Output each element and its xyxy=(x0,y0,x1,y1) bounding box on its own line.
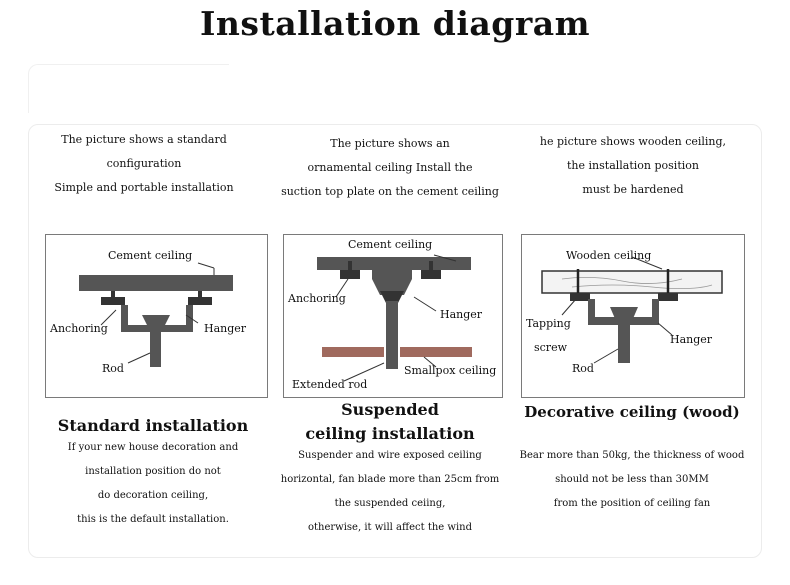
desc-line: from the position of ceiling fan xyxy=(553,498,711,509)
diagram-suspended: Cement ceiling Anchoring Hanger Extended… xyxy=(283,234,503,398)
diagram-standard: Cement ceiling Anchoring Hanger Rod xyxy=(45,234,268,398)
left-anchor-block xyxy=(340,270,360,279)
intro-line: Simple and portable installation xyxy=(54,181,234,194)
diagram-wooden: Wooden ceiling Tapping screw Hanger Rod xyxy=(521,234,745,398)
extended-rod xyxy=(386,301,398,369)
label-anchoring: Anchoring xyxy=(287,292,346,305)
label-rod: Rod xyxy=(102,362,124,375)
left-bolt xyxy=(111,291,115,301)
heading-suspended: Suspended ceiling installation xyxy=(274,398,506,446)
heading-wooden: Decorative ceiling (wood) xyxy=(508,400,756,424)
label-extended-rod: Extended rod xyxy=(292,378,367,391)
downrod xyxy=(150,327,161,367)
hanger-ball xyxy=(610,307,638,321)
heading-line: Standard installation xyxy=(57,416,249,435)
intro-line: suction top plate on the cement ceiling xyxy=(281,185,499,198)
desc-wooden: Bear more than 50kg, the thickness of wo… xyxy=(508,444,756,516)
hanger-ball xyxy=(380,291,404,303)
intro-line: he picture shows wooden ceiling, xyxy=(539,135,727,148)
intro-standard: The picture shows a standard configurati… xyxy=(40,128,248,200)
desc-line: otherwise, it will affect the wind xyxy=(307,522,472,533)
desc-line: Bear more than 50kg, the thickness of wo… xyxy=(519,450,745,461)
wooden-ceiling-beam xyxy=(541,270,723,294)
intro-line: must be hardened xyxy=(582,183,684,196)
intro-suspended: The picture shows an ornamental ceiling … xyxy=(278,132,502,204)
suspended-diagram-svg: Cement ceiling Anchoring Hanger Extended… xyxy=(287,238,496,391)
left-bolt xyxy=(348,261,352,275)
hanger-bracket xyxy=(588,299,659,325)
label-cement-ceiling: Cement ceiling xyxy=(348,238,432,251)
label-smallpox-ceiling: Smallpox ceiling xyxy=(404,364,496,377)
left-anchor-block xyxy=(101,297,125,305)
label-tapping: Tapping xyxy=(526,317,571,330)
heading-line: Suspended xyxy=(341,400,439,419)
label-hanger: Hanger xyxy=(670,333,713,346)
standard-diagram-svg: Cement ceiling Anchoring Hanger Rod xyxy=(49,249,247,375)
label-screw: screw xyxy=(534,341,568,354)
desc-standard: If your new house decoration and install… xyxy=(40,436,266,532)
label-hanger: Hanger xyxy=(440,308,483,321)
label-hanger: Hanger xyxy=(204,322,247,335)
downrod xyxy=(618,321,630,363)
intro-line: configuration xyxy=(106,157,182,170)
heading-line: ceiling installation xyxy=(305,424,475,443)
intro-line: ornamental ceiling Install the xyxy=(307,161,473,174)
right-anchor-block xyxy=(658,293,678,301)
desc-suspended: Suspender and wire exposed ceiling horiz… xyxy=(264,444,516,540)
hanger-bracket xyxy=(372,270,412,295)
intro-wooden: he picture shows wooden ceiling, the ins… xyxy=(520,130,746,202)
wood-grain xyxy=(561,277,713,289)
right-anchor-block xyxy=(188,297,212,305)
right-bolt xyxy=(198,291,202,301)
content-frame xyxy=(28,124,762,558)
desc-line: this is the default installation. xyxy=(77,514,229,525)
label-anchoring: Anchoring xyxy=(49,322,108,335)
intro-line: the installation position xyxy=(567,159,699,172)
label-cement-ceiling: Cement ceiling xyxy=(108,249,192,262)
label-rod: Rod xyxy=(572,362,594,375)
desc-line: do decoration ceiling, xyxy=(97,490,209,501)
desc-line: horizontal, fan blade more than 25cm fro… xyxy=(280,474,500,485)
left-anchor-block xyxy=(570,293,590,301)
desc-line: should not be less than 30MM xyxy=(555,474,709,485)
hanger-bracket xyxy=(121,305,193,332)
right-bolt xyxy=(429,261,433,275)
desc-line: Suspender and wire exposed ceiling xyxy=(298,450,482,461)
intro-line: The picture shows an xyxy=(330,137,450,150)
intro-line: The picture shows a standard xyxy=(61,133,227,146)
desc-line: If your new house decoration and xyxy=(67,442,239,453)
smallpox-ceiling-right xyxy=(400,347,472,357)
cement-ceiling-beam xyxy=(79,275,233,291)
desc-line: the suspended ceiing, xyxy=(334,498,446,509)
heading-standard: Standard installation xyxy=(40,414,266,438)
top-panel-outline xyxy=(28,64,229,113)
smallpox-ceiling-left xyxy=(322,347,384,357)
hanger-ball xyxy=(142,315,170,327)
right-anchor-block xyxy=(421,270,441,279)
heading-line: Decorative ceiling (wood) xyxy=(524,403,740,421)
label-wooden-ceiling: Wooden ceiling xyxy=(566,249,651,262)
wooden-diagram-svg: Wooden ceiling Tapping screw Hanger Rod xyxy=(526,249,723,375)
page-title: Installation diagram xyxy=(199,4,591,43)
desc-line: installation position do not xyxy=(85,466,221,477)
